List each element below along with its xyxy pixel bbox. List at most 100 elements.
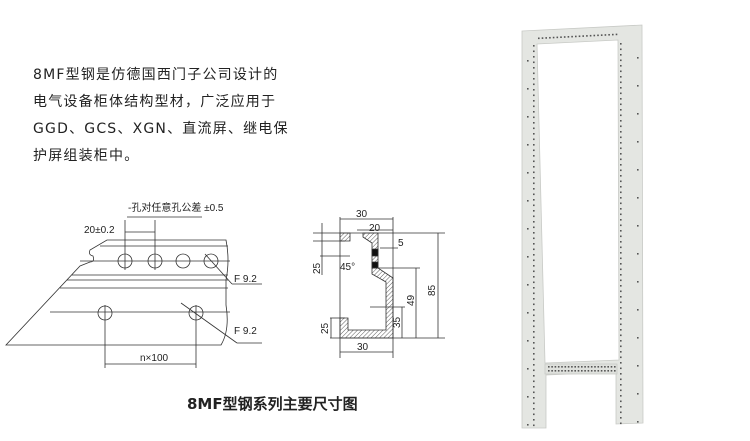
frame-mounting-holes bbox=[527, 33, 639, 427]
frame-hole bbox=[620, 54, 622, 56]
frame-hole bbox=[620, 296, 622, 298]
frame-hole bbox=[554, 370, 557, 372]
frame-hole bbox=[533, 111, 535, 113]
frame-hole bbox=[620, 142, 622, 144]
frame-hole bbox=[551, 366, 553, 368]
frame-hole bbox=[620, 131, 622, 133]
frame-hole bbox=[614, 366, 616, 368]
frame-hole bbox=[561, 370, 563, 372]
dim-bottom-flange: 25 bbox=[320, 322, 331, 334]
frame-hole bbox=[620, 43, 622, 45]
frame-hole bbox=[620, 202, 622, 205]
frame-hole bbox=[620, 114, 622, 117]
frame-hole bbox=[533, 177, 535, 179]
frame-hole bbox=[533, 56, 535, 58]
frame-hole bbox=[533, 144, 535, 146]
frame-hole bbox=[533, 276, 535, 278]
frame-hole bbox=[533, 78, 535, 80]
frame-hole bbox=[620, 109, 622, 111]
frame-hole bbox=[600, 370, 603, 372]
frame-hole bbox=[597, 34, 599, 37]
frame-hole bbox=[533, 391, 535, 394]
frame-hole bbox=[620, 70, 622, 73]
frame-hole bbox=[637, 225, 639, 227]
frame-hole bbox=[620, 290, 622, 293]
frame-hole bbox=[637, 57, 639, 59]
profile-section-drawing bbox=[313, 217, 445, 358]
frame-hole bbox=[620, 175, 622, 177]
frame-hole bbox=[604, 366, 606, 368]
frame-hole bbox=[620, 279, 622, 282]
frame-hole bbox=[567, 370, 570, 372]
frame-hole bbox=[560, 36, 562, 38]
frame-hole bbox=[581, 366, 583, 368]
frame-hole bbox=[533, 314, 535, 317]
frame-hole bbox=[533, 182, 535, 185]
frame-hole bbox=[587, 370, 590, 372]
drawing-caption: 8MF型钢系列主要尺寸图 bbox=[187, 395, 358, 413]
frame-hole bbox=[637, 197, 639, 199]
tolerance-note: -孔对任意孔公差 ±0.5 bbox=[128, 201, 224, 214]
frame-hole bbox=[557, 366, 560, 368]
frame-hole bbox=[527, 228, 529, 230]
frame-hole bbox=[620, 197, 622, 199]
frame-hole bbox=[610, 370, 613, 372]
frame-hole bbox=[590, 366, 593, 368]
frame-hole bbox=[620, 406, 622, 408]
frame-hole bbox=[600, 366, 603, 368]
frame-hole bbox=[527, 116, 529, 118]
frame-hole bbox=[533, 188, 535, 190]
frame-hole bbox=[637, 309, 639, 311]
description-line: 护屏组装柜中。 bbox=[33, 148, 140, 164]
frame-hole bbox=[593, 34, 596, 37]
frame-hole bbox=[637, 141, 639, 143]
frame-hole bbox=[620, 417, 622, 419]
frame-hole bbox=[620, 92, 622, 95]
frame-hole bbox=[552, 36, 555, 39]
frame-hole bbox=[620, 318, 622, 320]
frame-hole bbox=[620, 136, 622, 139]
hole-diameter-label: F 9.2 bbox=[234, 274, 257, 285]
frame-hole bbox=[527, 368, 529, 370]
frame-hole bbox=[548, 370, 550, 372]
frame-hole bbox=[533, 248, 535, 251]
frame-hole bbox=[533, 166, 535, 168]
frame-hole bbox=[620, 329, 622, 331]
frame-hole bbox=[533, 155, 535, 157]
dim-inner-width: 20 bbox=[369, 223, 381, 234]
frame-hole bbox=[590, 370, 593, 372]
frame-hole bbox=[538, 37, 540, 40]
frame-hole bbox=[587, 366, 590, 368]
frame-hole bbox=[533, 358, 535, 361]
frame-hole bbox=[533, 380, 535, 383]
frame-hole bbox=[620, 307, 622, 309]
frame-hole bbox=[620, 147, 622, 150]
frame-hole bbox=[533, 353, 535, 355]
frame-hole bbox=[533, 138, 535, 141]
dim-top-width: 30 bbox=[356, 209, 368, 220]
frame-hole bbox=[582, 35, 584, 37]
frame-hole bbox=[564, 366, 567, 368]
frame-hole bbox=[620, 213, 622, 216]
frame-hole bbox=[620, 153, 622, 155]
frame-hole bbox=[533, 254, 535, 256]
frame-hole bbox=[637, 253, 639, 255]
description-line: 8MF型钢是仿德国西门子公司设计的 bbox=[33, 67, 279, 83]
frame-hole bbox=[620, 351, 622, 353]
frame-hole bbox=[545, 37, 547, 39]
frame-hole bbox=[567, 366, 570, 368]
frame-hole bbox=[557, 370, 560, 372]
frame-hole bbox=[533, 281, 535, 284]
frame-hole bbox=[533, 149, 535, 152]
frame-hole bbox=[533, 369, 535, 372]
frame-hole bbox=[533, 237, 535, 240]
frame-hole bbox=[620, 219, 622, 221]
frame-hole bbox=[533, 298, 535, 300]
frame-hole bbox=[533, 100, 535, 102]
frame-hole bbox=[527, 256, 529, 258]
frame-hole bbox=[561, 366, 563, 368]
frame-hole bbox=[620, 191, 622, 194]
frame-hole bbox=[584, 366, 586, 368]
frame-hole bbox=[527, 60, 529, 62]
